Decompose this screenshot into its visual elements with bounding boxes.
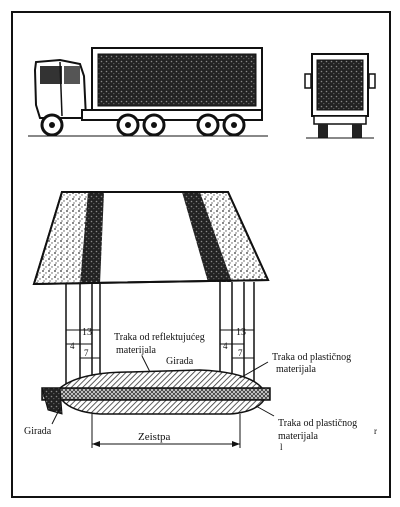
dim-13-left: 13 bbox=[82, 327, 92, 338]
right-dimensions: 13 4 7 bbox=[220, 327, 254, 359]
road-perspective bbox=[32, 191, 270, 286]
right-shoulder-speckle bbox=[200, 192, 268, 282]
truck-mirror-right bbox=[368, 73, 376, 89]
bottom-mark: l bbox=[280, 442, 283, 452]
cross-section bbox=[41, 369, 271, 415]
dim-7-left: 7 bbox=[84, 348, 89, 358]
truck-rear-panel bbox=[316, 59, 364, 111]
projection-lines bbox=[65, 282, 255, 388]
truck-rear-bumper bbox=[313, 115, 367, 125]
dim-7-right: 7 bbox=[238, 348, 243, 358]
truck-rear-wheel-left bbox=[318, 124, 328, 138]
right-reflective-strip bbox=[182, 192, 232, 282]
label-girder-left: Girada bbox=[24, 426, 52, 437]
label-top-reflective: Traka od reflektujućeg bbox=[114, 332, 205, 343]
dim-4-right: 4 bbox=[223, 341, 228, 351]
leader-lines bbox=[51, 355, 275, 425]
reflective-layer bbox=[57, 369, 264, 389]
left-reflective-strip bbox=[80, 192, 104, 284]
label-girder-inner: Girada bbox=[166, 356, 194, 367]
lower-plastic-layer bbox=[60, 399, 266, 415]
truck-mirror-left bbox=[304, 73, 312, 89]
label-right-plastic-upper-2: materijala bbox=[276, 364, 317, 375]
left-dimensions: 13 4 7 bbox=[66, 327, 100, 359]
truck-rear-wheel-right bbox=[352, 124, 362, 138]
corner-mark: r bbox=[374, 426, 377, 436]
dim-bottom-label: Zeistpa bbox=[138, 431, 170, 443]
label-top-reflective-2: materijala bbox=[116, 345, 157, 356]
left-shoulder-speckle bbox=[34, 192, 90, 284]
label-right-plastic-upper: Traka od plastičnog bbox=[272, 352, 351, 363]
girder-left-cap bbox=[41, 387, 63, 415]
outer-frame bbox=[11, 11, 391, 498]
girder-beam bbox=[41, 387, 271, 401]
dim-4-left: 4 bbox=[70, 341, 75, 351]
truck-cab-window bbox=[40, 66, 62, 84]
bottom-dimension: Zeistpa bbox=[91, 414, 241, 448]
dim-13-right: 13 bbox=[236, 327, 246, 338]
truck-cab-side-window bbox=[64, 66, 80, 84]
truck-rear-view bbox=[304, 53, 376, 139]
truck-cargo-panel bbox=[97, 53, 257, 107]
label-right-plastic-lower: Traka od plastičnog bbox=[278, 418, 357, 429]
truck-side-view bbox=[28, 47, 268, 137]
label-right-plastic-lower-2: materijala bbox=[278, 431, 319, 442]
